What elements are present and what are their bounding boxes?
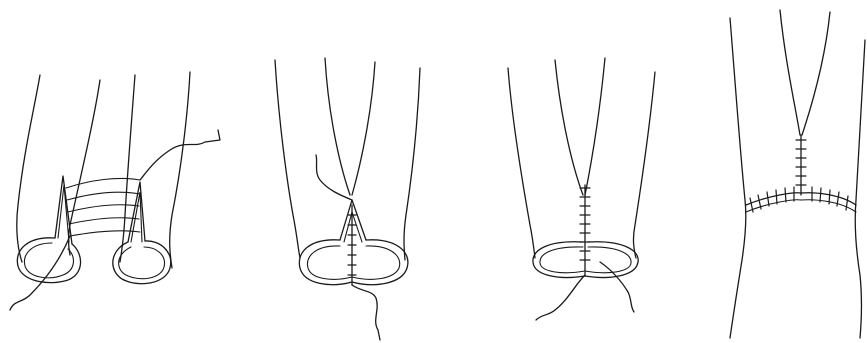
panel-3-left-outer-wall xyxy=(508,68,535,258)
panel-2-joined-ends-inner xyxy=(308,246,400,279)
panel-4-stitch xyxy=(785,188,786,202)
panel-3-suture-tail-left xyxy=(536,275,585,320)
panel-1 xyxy=(10,72,220,310)
panel-2-v-notch xyxy=(340,200,366,240)
panel-1-right-cut-end xyxy=(113,241,171,284)
panel-3-left-inner-wall xyxy=(555,60,583,195)
panel-1-left-tube-outer-wall xyxy=(17,75,40,262)
panel-4-left-inner-wall xyxy=(780,10,800,135)
panel-1-stay-suture-2 xyxy=(67,192,140,200)
panel-2-left-outer-wall xyxy=(275,60,300,258)
panel-2-suture-tail-lower xyxy=(352,285,380,340)
panel-1-stay-suture-1 xyxy=(66,178,140,188)
panel-4-stitch xyxy=(776,190,777,204)
panel-4-circumferential-seam-lower xyxy=(746,200,856,212)
panel-4-left-outer-wall xyxy=(730,18,746,338)
panel-2-left-inner-wall xyxy=(325,58,350,195)
panel-1-right-tube-outer-wall xyxy=(170,72,190,268)
panel-3-right-inner-wall xyxy=(585,58,605,195)
panel-1-stay-suture-4 xyxy=(69,218,139,224)
panel-4 xyxy=(730,10,865,338)
panel-2-suture-tail-upper xyxy=(316,155,352,200)
panel-4-right-inner-wall xyxy=(802,12,830,135)
panel-1-right-cut-end-inner xyxy=(119,247,165,279)
panel-3 xyxy=(508,58,655,320)
panel-4-stitch xyxy=(767,192,769,206)
panel-1-stay-suture-3 xyxy=(68,205,139,212)
panel-2-right-outer-wall xyxy=(404,68,420,260)
panel-1-left-tube-inner-wall xyxy=(69,80,101,255)
panel-3-suture-tail-right xyxy=(600,262,634,312)
panel-2 xyxy=(275,58,420,340)
panel-1-suture-tail-lower xyxy=(10,236,70,310)
panel-2-right-inner-wall xyxy=(352,62,375,195)
panel-4-right-outer-wall xyxy=(855,40,865,338)
panel-3-right-outer-wall xyxy=(633,72,655,258)
panel-1-left-cut-end xyxy=(17,238,80,283)
panel-4-stitch xyxy=(820,188,821,202)
